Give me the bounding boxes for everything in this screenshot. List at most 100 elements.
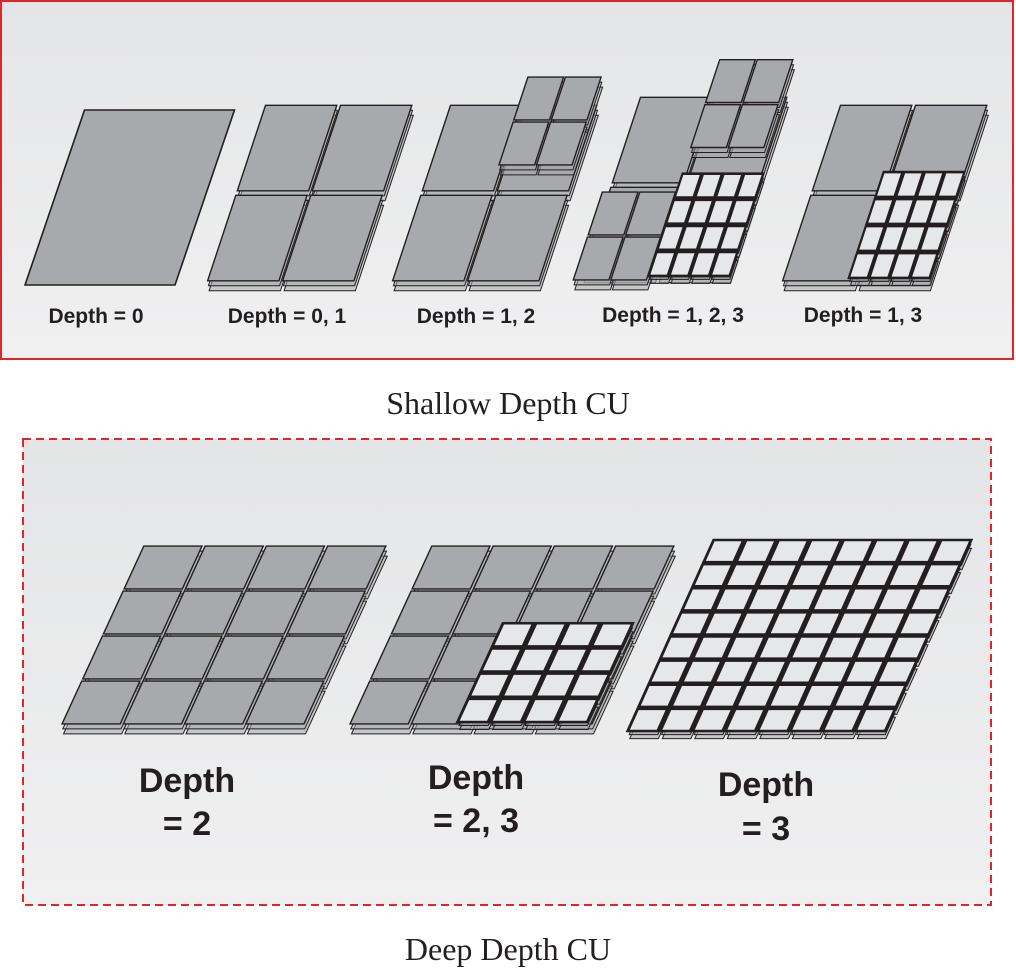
cu-fine-cell — [457, 698, 500, 723]
cu-fine-cell — [800, 611, 842, 635]
deep-caption: Deep Depth CU — [405, 931, 611, 967]
cu-fine-cell — [706, 199, 735, 224]
cu-fine-cell — [659, 636, 701, 660]
cu-fine-cell — [579, 648, 622, 672]
cu-fine-cell — [865, 539, 907, 563]
cu-fine-cell — [648, 251, 677, 277]
cu-cell — [533, 545, 614, 590]
cu-fine-cell — [627, 708, 669, 732]
cu-fine-cell — [833, 539, 874, 563]
cu-fine-cell — [930, 539, 972, 563]
cu-fine-cell — [887, 636, 929, 660]
shallow-caption: Shallow Depth CU — [386, 385, 630, 421]
cu-fine-cell — [714, 587, 755, 611]
cu-fine-cell — [876, 660, 918, 684]
cu-cell — [281, 194, 384, 282]
cu-fine-cell — [909, 252, 939, 279]
cu-fine-cell — [848, 252, 877, 279]
cu-fine-cell — [480, 648, 523, 672]
cu-fine-cell — [724, 636, 766, 660]
cu-fine-cell — [800, 539, 842, 563]
cu-fine-cell — [556, 698, 599, 723]
cu-fine-cell — [889, 252, 918, 279]
cu-fine-cell — [735, 539, 777, 563]
shallow-label-1: Depth = 0, 1 — [228, 305, 347, 328]
cu-fine-cell — [909, 587, 950, 611]
cu-fine-cell — [681, 587, 723, 611]
cu-cell — [163, 590, 244, 635]
cu-fine-cell — [665, 199, 694, 224]
cu-fine-cell — [546, 648, 589, 672]
cu-cell — [727, 103, 779, 149]
cu-fine-cell — [844, 660, 885, 684]
cu-fine-cell — [746, 587, 788, 611]
shallow-blocks — [23, 59, 989, 292]
cu-fine-cell — [677, 225, 706, 251]
cu-fine-cell — [887, 563, 929, 587]
cu-fine-cell — [789, 563, 831, 587]
cu-fine-cell — [865, 198, 895, 225]
cu-fine-cell — [703, 539, 744, 563]
cu-fine-cell — [513, 648, 556, 672]
cu-cell — [102, 590, 183, 635]
cu-fine-cell — [501, 673, 544, 698]
cu-cell — [466, 194, 569, 282]
cu-cell — [535, 121, 588, 166]
cu-fine-cell — [692, 563, 734, 587]
cu-cell — [204, 635, 285, 680]
cu-fine-cell — [919, 563, 961, 587]
cu-cell — [60, 680, 141, 725]
cu-fine-cell — [822, 563, 864, 587]
cu-fine-cell — [811, 660, 853, 684]
cu-fine-cell — [689, 251, 718, 277]
cu-cell — [689, 103, 742, 149]
cu-fine-cell — [936, 171, 966, 198]
cu-cell — [306, 545, 387, 590]
cu-fine-cell — [670, 611, 712, 635]
cu-cell — [348, 680, 429, 725]
cu-fine-cell — [685, 199, 714, 224]
cu-fine-cell — [865, 611, 907, 635]
cu-fine-cell — [656, 225, 685, 251]
cu-cell — [811, 104, 913, 192]
cu-cell — [206, 194, 309, 282]
cu-cell — [390, 590, 471, 635]
cu-fine-cell — [668, 251, 697, 277]
shallow-label-0: Depth = 0 — [48, 305, 143, 328]
cu-fine-cell — [927, 198, 957, 225]
cu-cell — [224, 590, 305, 635]
cu-cell — [391, 194, 494, 282]
cu-fine-cell — [886, 198, 915, 225]
cu-fine-cell — [659, 708, 701, 732]
cu-cell — [142, 635, 223, 680]
deep-label-2-line2: = 3 — [742, 810, 790, 848]
cu-fine-cell — [638, 684, 679, 708]
cu-fine-cell — [768, 611, 809, 635]
cu-fine-cell — [898, 539, 939, 563]
cu-fine-cell — [844, 587, 885, 611]
cu-fine-cell — [591, 622, 634, 647]
cu-fine-cell — [877, 225, 906, 252]
cu-fine-cell — [898, 225, 927, 252]
deep-label-2-line1: Depth — [718, 766, 814, 804]
cu-fine-cell — [779, 660, 820, 684]
cu-cell — [587, 191, 639, 236]
cu-cell — [550, 76, 603, 121]
cu-fine-cell — [874, 171, 904, 198]
cu-fine-cell — [746, 660, 788, 684]
cu-fine-cell — [876, 587, 918, 611]
cu-fine-cell — [854, 636, 896, 660]
cu-cell — [704, 59, 757, 104]
cu-fine-cell — [525, 622, 567, 647]
cu-fine-cell — [523, 698, 566, 723]
cu-fine-cell — [715, 173, 744, 198]
cu-fine-cell — [468, 673, 511, 698]
cu-fine-cell — [718, 225, 747, 251]
cu-fine-cell — [833, 611, 874, 635]
cu-fine-cell — [692, 636, 734, 660]
cu-fine-cell — [854, 563, 896, 587]
cu-fine-cell — [649, 660, 690, 684]
cu-fine-cell — [757, 708, 799, 732]
cu-cell — [236, 104, 338, 192]
cu-fine-cell — [918, 225, 948, 252]
